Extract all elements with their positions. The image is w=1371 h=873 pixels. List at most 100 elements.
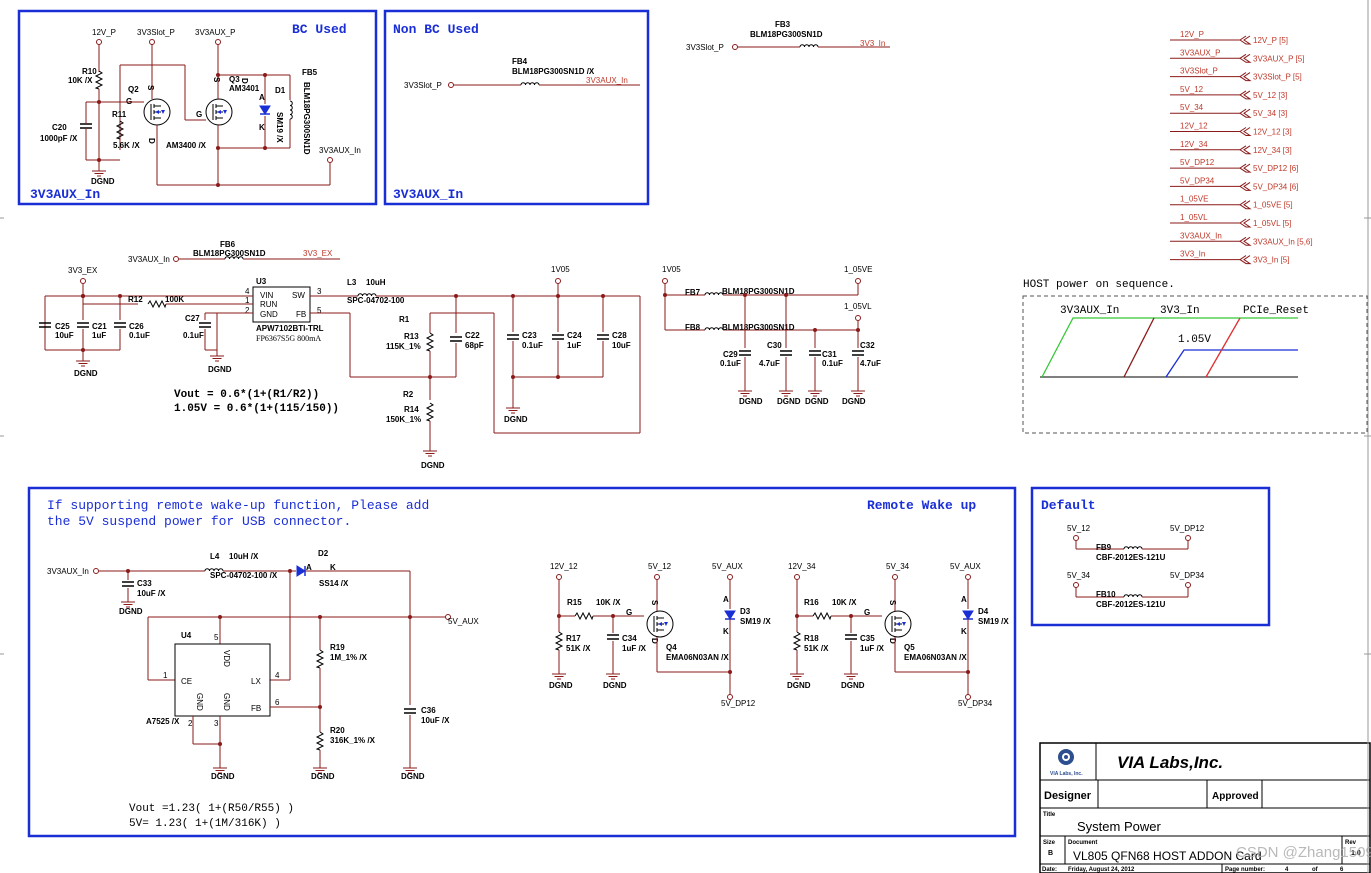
r19-value: 1M_1% /X	[330, 653, 368, 662]
l3-ref: L3	[347, 278, 357, 287]
boost-out-net: 5V_AUX	[448, 617, 479, 626]
r1-label: R1	[399, 315, 410, 324]
title-label: Title	[1043, 812, 1056, 818]
fb3-ref: FB3	[775, 20, 791, 29]
offpage-net-label: 5V_12	[1180, 85, 1204, 94]
remote-wake-section: Remote Wake up If supporting remote wake…	[27, 486, 1017, 838]
d4-part: SM19 /X	[978, 617, 1009, 626]
d4-pin-k: K	[961, 627, 967, 636]
r16-ref: R16	[804, 598, 819, 607]
q5-part: EMA06N03AN /X	[904, 653, 967, 662]
seq-trace-pcie-reset	[1205, 317, 1241, 378]
r13-ref: R13	[404, 332, 419, 341]
bc-used-footer: 3V3AUX_In	[30, 187, 100, 202]
d4-pin-a: A	[961, 595, 967, 604]
fb6-ref: FB6	[220, 240, 236, 249]
default-border	[1030, 486, 1271, 627]
remote-wake-note-1: If supporting remote wake-up function, P…	[47, 498, 429, 513]
d3-ref: D3	[740, 607, 751, 616]
r19-ref: R19	[330, 643, 345, 652]
l4-value: 10uH /X	[229, 552, 259, 561]
fb10-ref: FB10	[1096, 590, 1116, 599]
remote-wake-title: Remote Wake up	[867, 498, 976, 513]
c23-value: 0.1uF	[522, 341, 543, 350]
u3-pin-fb: FB	[296, 310, 306, 319]
fb7-part: BLM18PG300SN1D	[722, 287, 795, 296]
fb10-in-net: 5V_34	[1067, 571, 1091, 580]
u3-ref: U3	[256, 277, 267, 286]
sw34-aux-net: 5V_AUX	[950, 562, 981, 571]
pages-value: 6	[1340, 867, 1344, 873]
sequence-title: HOST power on sequence.	[1023, 279, 1175, 291]
u3-pin-3: 3	[317, 287, 322, 296]
q2-part: AM3400 /X	[166, 141, 207, 150]
offpage-net-label: 12V_P	[1180, 30, 1204, 39]
q2-pin-s: S	[146, 85, 155, 91]
l4-part: SPC-04702-100 /X	[210, 571, 278, 580]
c25-ref: C25	[55, 322, 70, 331]
sw12-12v-net: 12V_12	[550, 562, 578, 571]
offpage-arrow-icon	[1239, 181, 1252, 191]
non-bc-footer: 3V3AUX_In	[393, 187, 463, 202]
r13-value: 115K_1%	[386, 342, 421, 351]
sequence-frame	[1022, 295, 1368, 434]
net-3v3slot-p: 3V3Slot_P	[137, 28, 175, 37]
buck-regulator-section: 3V3AUX_In FB6 BLM18PG300SN1D 3V3_EX 3V3_…	[38, 240, 641, 470]
l3-value: 10uH	[366, 278, 386, 287]
q4-ref: Q4	[666, 643, 677, 652]
r2-label: R2	[403, 390, 414, 399]
offpage-arrow-icon	[1239, 145, 1252, 155]
sw12-aux-net: 5V_AUX	[712, 562, 743, 571]
offpage-ref-label: 3V3Slot_P [5]	[1253, 73, 1302, 82]
r11-ref: R11	[112, 110, 127, 119]
offpage-arrow-icon	[1239, 255, 1252, 265]
offpage-arrow-icon	[1239, 53, 1252, 63]
c29-value: 0.1uF	[720, 359, 741, 368]
load-switch-12: 12V_12 R15 10K /X G DGND R17 51K /X DGND…	[549, 562, 771, 708]
reg-out-net: 1V05	[551, 265, 570, 274]
reg-in-net: 3V3_EX	[68, 266, 98, 275]
non-bc-border	[383, 9, 650, 206]
seq-trace-3v3aux	[1041, 317, 1298, 378]
split-out-e: 1_05VE	[844, 265, 872, 274]
r16-value: 10K /X	[832, 598, 857, 607]
u3-note: FP6367S5G 800mA	[256, 334, 321, 343]
d1-part: SM19 /X	[275, 112, 284, 143]
d1-ref: D1	[275, 86, 286, 95]
of-label: of	[1312, 867, 1319, 873]
nonbc-out-net: 3V3AUX_In	[586, 76, 628, 85]
offpage-arrow-icon	[1239, 163, 1252, 173]
sw12-dgnd-1: DGND	[549, 681, 573, 690]
d3-pin-a: A	[723, 595, 729, 604]
r10-ref: R10	[82, 67, 97, 76]
sw12-dgnd-2: DGND	[603, 681, 627, 690]
c27-ref: C27	[185, 314, 200, 323]
sw34-dgnd-2: DGND	[841, 681, 865, 690]
document-name: VL805 QFN68 HOST ADDON Card	[1073, 849, 1262, 863]
size-value: B	[1048, 850, 1053, 857]
offpage-net-label: 3V3Slot_P	[1180, 67, 1218, 76]
offpage-arrow-icon	[1239, 200, 1252, 210]
split-dgnd-3: DGND	[805, 397, 829, 406]
d3-part: SM19 /X	[740, 617, 771, 626]
bc-out-net: 3V3AUX_In	[319, 146, 361, 155]
c26-value: 0.1uF	[129, 331, 150, 340]
offpage-arrow-icon	[1239, 127, 1252, 136]
offpage-net-label: 5V_34	[1180, 103, 1204, 112]
r18-value: 51K /X	[804, 644, 829, 653]
non-bc-title: Non BC Used	[393, 22, 479, 37]
c35-ref: C35	[860, 634, 875, 643]
u3-pin-4: 4	[245, 287, 250, 296]
watermark: CSDN @Zhang1509193294	[1236, 844, 1371, 861]
boost-in-net: 3V3AUX_In	[47, 567, 89, 576]
q5-pin-s: S	[888, 600, 897, 606]
fb9-part: CBF-2012ES-121U	[1096, 553, 1166, 562]
c36-value: 10uF /X	[421, 716, 450, 725]
reg-formula-1: Vout = 0.6*(1+(R1/R2))	[174, 389, 319, 401]
load-switch-34: 12V_34 R16 10K /X G DGND R18 51K /X DGND…	[787, 562, 1009, 708]
reg-dgnd-1: DGND	[74, 369, 98, 378]
q2-ref: Q2	[128, 85, 139, 94]
via-logo: VIA Labs, Inc.	[1050, 749, 1083, 777]
